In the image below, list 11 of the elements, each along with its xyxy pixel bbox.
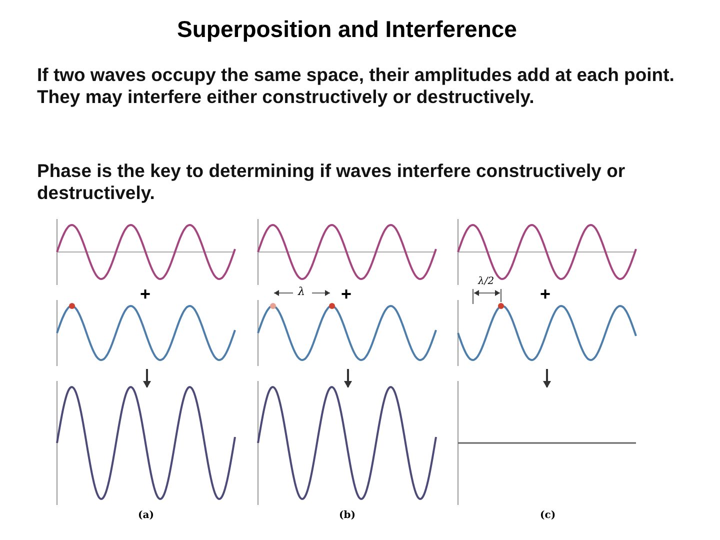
plus-sign: +	[540, 285, 551, 303]
panel-label: (a)	[138, 510, 154, 521]
panel-label: (b)	[339, 510, 356, 521]
plus-sign: +	[140, 285, 151, 303]
panel-label: (c)	[540, 510, 556, 521]
paragraph: Phase is the key to determining if waves interfere constructively or destructively.	[37, 160, 626, 204]
plus-sign: +	[341, 285, 352, 303]
wavelength-label: λ	[298, 285, 305, 298]
paragraph: If two waves occupy the same space, their amplitudes add at each point. They may interfere either constructively or destructively.	[37, 64, 676, 108]
slide-title: Superposition and Interference	[176, 16, 518, 43]
dimension-label: λ/2	[478, 276, 494, 287]
